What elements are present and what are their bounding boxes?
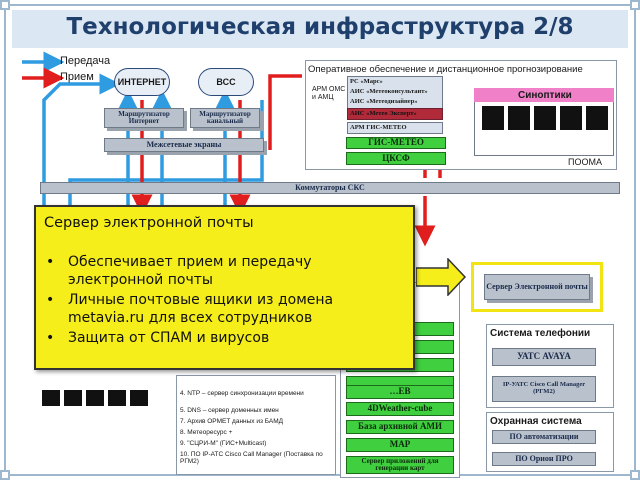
synoptics-header: [474, 88, 614, 102]
workstation-screen: [108, 390, 126, 406]
service-item: 5. DNS – сервер доменных имен: [180, 407, 279, 414]
telephony-title: Система телефонии: [490, 328, 591, 339]
arm-gis-meteo: АРМ ГИС-МЕТЕО: [350, 124, 407, 131]
firewalls-bar: Межсетевые экраны: [104, 138, 264, 152]
vss-cloud: ВСС: [198, 68, 254, 96]
callout-bullet-item: • Личные почтовые ящики из домена metavia…: [46, 291, 406, 327]
legend-receive: Прием: [60, 71, 94, 83]
automation-box: ПО автоматизации: [492, 430, 596, 444]
server-item: База архивной АМИ: [346, 420, 454, 434]
pointer-arrow-icon: [416, 258, 466, 296]
synoptic-screen: [482, 106, 504, 130]
workstation-screen: [64, 390, 82, 406]
synoptic-screen: [560, 106, 582, 130]
ops-panel-title: Оперативное обеспечение и дистанционное …: [308, 64, 583, 75]
frame-corner-tl: [0, 0, 10, 10]
callout-bullet-text: Личные почтовые ящики из домена metavia.…: [68, 292, 334, 326]
frame-corner-bl: [0, 470, 10, 480]
server-item: MAP: [346, 438, 454, 452]
server-item: Сервер приложений для генерации карт: [346, 456, 454, 474]
email-server-callout: Сервер электронной почты • Обеспечивает п…: [34, 205, 415, 370]
avaya-box: УАТС AVAYA: [492, 348, 596, 366]
product-meteoconsultant: АИС «Метеоконсультант»: [350, 88, 428, 95]
callout-bullet-text: Защита от СПАМ и вирусов: [68, 330, 270, 346]
orion-box: ПО Орион ПРО: [492, 452, 596, 466]
server-item: …EB: [346, 385, 454, 399]
red-line-top: [268, 74, 302, 150]
bullet-icon: •: [46, 292, 55, 308]
synoptic-screen: [586, 106, 608, 130]
callout-bullet-item: • Обеспечивает прием и передачу электронн…: [46, 253, 406, 289]
arm-label: АРМ ОМС и АМЦ: [312, 86, 346, 102]
synoptic-screen: [534, 106, 556, 130]
service-item: 8. Метеоресурс +: [180, 429, 233, 436]
service-item: 7. Архив OPMET данных из БАМД: [180, 418, 284, 425]
server-item: 4DWeather-cube: [346, 402, 454, 416]
service-item: 4. NTP – сервер синхронизации времени: [180, 390, 304, 397]
workstation-screen: [86, 390, 104, 406]
workstation-screen: [42, 390, 60, 406]
callout-title: Сервер электронной почты: [44, 215, 254, 231]
meteo-expert: АИС «Метео Эксперт»: [350, 110, 417, 117]
blue-line-left: [42, 73, 121, 210]
security-title: Охранная система: [490, 416, 582, 427]
tsksf-box: ЦКСФ: [346, 152, 446, 165]
meteo-expert-box: [347, 108, 443, 120]
pooma-label: ПООМА: [568, 157, 602, 167]
gis-meteo-box: ГИС-МЕТЕО: [346, 137, 446, 149]
slide-title: Технологическая инфраструктура 2/8: [66, 14, 574, 40]
cisco-box: IP-УАТС Cisco Call Manager (РГМ2): [492, 376, 596, 402]
product-mars: РС «Марс»: [350, 78, 383, 85]
synoptic-screen: [508, 106, 530, 130]
legend-transmit: Передача: [60, 55, 111, 67]
callout-bullet-item: • Защита от СПАМ и вирусов: [46, 329, 406, 347]
bullet-icon: •: [46, 330, 55, 346]
callout-bullet-text: Обеспечивает прием и передачу электронно…: [68, 254, 312, 288]
switches-bar: Коммутаторы СКС: [40, 182, 620, 194]
workstation-screen: [130, 390, 148, 406]
synoptics-title: Синоптики: [518, 90, 572, 101]
bullet-icon: •: [46, 254, 55, 270]
arm-gis-box: [347, 122, 443, 134]
services-panel: [176, 375, 336, 475]
title-bar: [12, 10, 628, 48]
email-server-box: Сервер Электронной почты: [484, 274, 590, 300]
frame-corner-br: [630, 470, 640, 480]
internet-cloud: ИНТЕРНЕТ: [114, 68, 170, 96]
internet-router: Маршрутизатор Интернет: [104, 108, 184, 128]
vss-router: Маршрутизатор канальный: [190, 108, 260, 128]
frame-corner-tr: [630, 0, 640, 10]
product-meteodesigner: АИС «Метеодизайнер»: [350, 98, 418, 105]
service-item: 10. ПО IP-АТС Cisco Call Manager (Постав…: [180, 451, 323, 466]
service-item: 9. "СЦРИ-М" (ГИС+Multicast): [180, 440, 267, 447]
callout-bullet-list: • Обеспечивает прием и передачу электронн…: [46, 253, 406, 347]
